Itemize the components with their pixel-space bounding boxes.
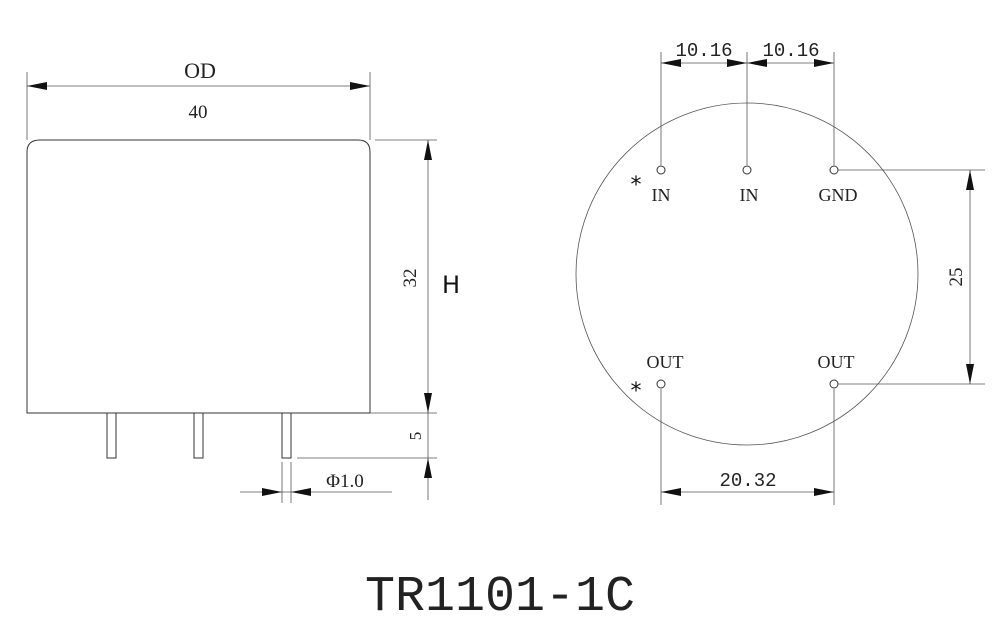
bottom-spacing-value: 20.32 (719, 470, 776, 492)
pin-in-1 (656, 165, 666, 175)
pin-diameter-dimension: Φ1.0 (240, 462, 392, 503)
height-dimension: 32 H (370, 139, 460, 414)
model-title: TR1101-1C (365, 569, 635, 626)
od-label: OD (184, 58, 216, 83)
pin-spacing-left: 10.16 (675, 40, 732, 62)
pin-label: OUT (647, 352, 684, 372)
pin-in-2 (742, 165, 752, 175)
pin-2 (193, 412, 204, 459)
pin-length-value: 5 (406, 432, 425, 441)
pin-diameter-value: Φ1.0 (326, 471, 364, 492)
pin-length-dimension: 5 (297, 413, 437, 500)
transformer-body-outline (26, 139, 371, 414)
pin-3 (281, 412, 292, 459)
height-label: H (442, 271, 460, 299)
pin-label: GND (819, 185, 858, 205)
bottom-view: 10.16 10.16 IN * IN GND OUT * OUT 25 20.… (575, 40, 985, 505)
pin-label: IN (740, 185, 759, 205)
polarity-marker: * (631, 379, 642, 404)
height-value: 32 (400, 269, 421, 288)
pin-label: IN (652, 185, 671, 205)
pin-label: OUT (818, 352, 855, 372)
row-spacing-value: 25 (946, 268, 967, 287)
width-value: 40 (189, 102, 208, 123)
pin-gnd (829, 165, 839, 175)
pin-out-1 (656, 379, 666, 389)
polarity-marker: * (631, 173, 642, 198)
pin-out-2 (829, 379, 839, 389)
pin-spacing-right: 10.16 (762, 40, 819, 62)
side-view: OD 40 32 H 5 Φ1.0 (26, 58, 460, 503)
pin-1 (106, 412, 117, 459)
od-dimension: OD 40 (26, 58, 371, 140)
